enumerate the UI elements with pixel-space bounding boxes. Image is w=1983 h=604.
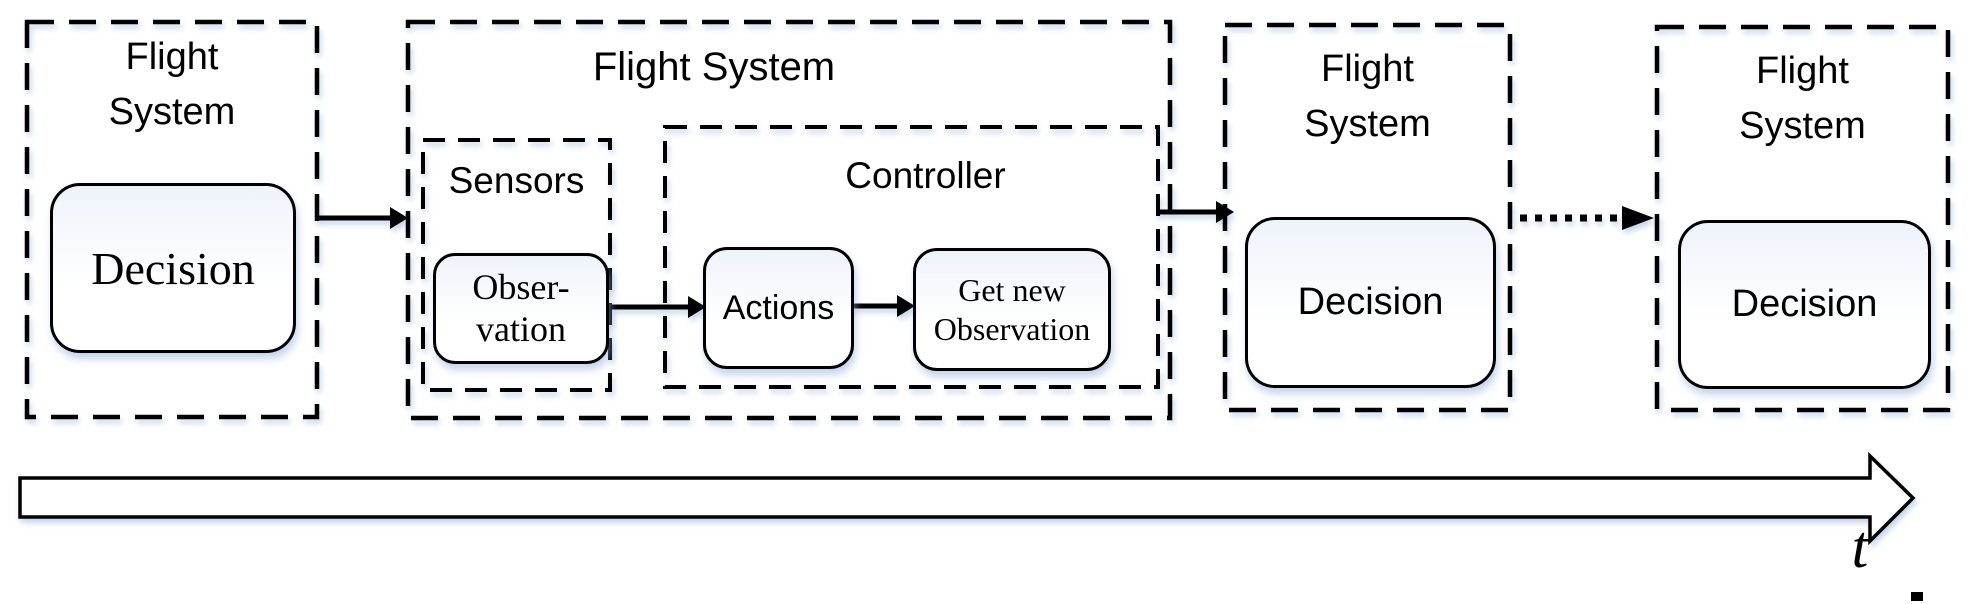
- stage4-decision-box: Decision: [1678, 220, 1931, 389]
- actions-label: Actions: [722, 288, 835, 327]
- stage3-title: Flight System: [1225, 42, 1510, 152]
- stage3-decision-box: Decision: [1245, 217, 1496, 388]
- arrow-actions-to-getnew: [845, 295, 915, 317]
- stage1-title-line1: Flight: [125, 36, 219, 78]
- get-new-label-line2: Observation: [933, 310, 1091, 347]
- stage4-title: Flight System: [1657, 44, 1948, 154]
- stage1-title-line2: System: [108, 91, 236, 133]
- arrow-stage2-to-stage3: [1160, 201, 1234, 223]
- stage3-title-line2: System: [1304, 103, 1431, 145]
- stage1-dashed-outline: [24, 19, 320, 420]
- stage1-decision-box: Decision: [50, 183, 296, 353]
- get-new-label-line1: Get new: [958, 272, 1066, 309]
- controller-label: Controller: [845, 155, 1006, 196]
- stage2-dashed-outline: [405, 19, 1173, 421]
- observation-label-line1: Obser-: [472, 267, 570, 308]
- arrow-stage1-to-stage2: [318, 207, 408, 229]
- observation-box: Obser- vation: [433, 253, 609, 364]
- dotted-arrow-stage3-to-stage4: [1520, 206, 1654, 230]
- stage4-title-line1: Flight: [1756, 50, 1849, 92]
- stage4-dashed-outline: [1654, 24, 1951, 413]
- timeline-arrow: [18, 451, 1916, 546]
- arrow-observation-to-actions: [605, 296, 706, 318]
- stage3-title-line1: Flight: [1321, 48, 1414, 90]
- stage1-decision-label: Decision: [91, 242, 255, 294]
- cropped-corner-mark: [1911, 592, 1923, 601]
- timeline-t-label: t: [1851, 514, 1869, 580]
- sensors-label: Sensors: [448, 160, 585, 201]
- stage4-title-line2: System: [1739, 105, 1866, 147]
- sensors-dashed-outline: [421, 138, 612, 392]
- get-new-observation-label: Get new Observation: [934, 271, 1090, 348]
- observation-label: Obser- vation: [472, 267, 569, 350]
- observation-label-line2: vation: [476, 308, 566, 349]
- stage3-decision-label: Decision: [1297, 281, 1444, 323]
- stage4-decision-label: Decision: [1731, 283, 1878, 325]
- controller-dashed-outline: [663, 125, 1160, 389]
- get-new-observation-box: Get new Observation: [913, 248, 1111, 371]
- actions-box: Actions: [703, 247, 854, 369]
- stage2-title: Flight System: [592, 45, 836, 89]
- stage1-title: Flight System: [27, 30, 317, 140]
